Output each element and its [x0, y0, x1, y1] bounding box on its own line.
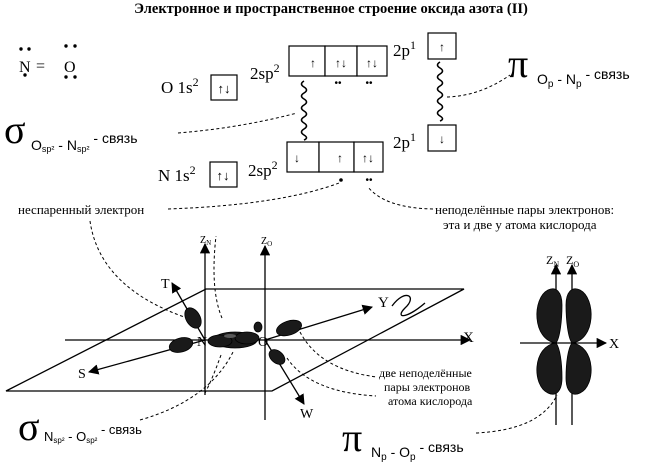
- o-2sp2-cell-1: ↑: [310, 56, 316, 70]
- svg-text:ZO: ZO: [566, 253, 579, 269]
- s-axis-label: S: [78, 367, 86, 382]
- o-2sp2-cell-2: ↑↓: [335, 56, 347, 70]
- o-atom-label: O: [258, 335, 268, 350]
- lewis-structure: N = O: [19, 44, 77, 79]
- page-title: Электронное и пространственное строение …: [134, 1, 528, 17]
- lewis-bond: =: [36, 58, 45, 75]
- o-2p-orbital: 2p1 ↑: [393, 32, 457, 60]
- svg-text:эта и две у атома кислорода: эта и две у атома кислорода: [443, 217, 597, 232]
- x-axis-label: X: [463, 330, 474, 346]
- t-axis-label: T: [161, 277, 170, 292]
- n-1s-orbital: N 1s2 ↑↓: [158, 161, 238, 188]
- o-2sp2-orbitals: 2sp2 ↑ ↑↓ ↑↓ •• ••: [250, 45, 388, 89]
- svg-text:••: ••: [334, 78, 342, 89]
- n-2sp2-cell-1: ↓: [294, 151, 300, 165]
- y-axis-label: Y: [378, 295, 389, 311]
- right-x-axis-label: X: [609, 337, 619, 352]
- two-lone-pairs-label: две неподелённые пары электронов атома к…: [379, 366, 473, 408]
- spatial-structure: X ZN ZO Y T S W N O: [5, 235, 474, 422]
- molecular-plane: [5, 288, 465, 392]
- svg-text:2sp2: 2sp2: [250, 61, 280, 83]
- svg-text:ZO: ZO: [261, 236, 272, 248]
- o-2p-cell: ↑: [439, 40, 445, 54]
- pi-o-n-label: π Op - Np - связь: [446, 41, 630, 98]
- n-2sp2-cell-3: ↑↓: [362, 151, 374, 165]
- svg-text:ZN: ZN: [546, 253, 559, 269]
- n-2p-orbital: 2p1 ↓: [393, 124, 457, 152]
- svg-text:••: ••: [365, 175, 373, 186]
- sigma-wavy-bond: [300, 80, 308, 141]
- n-2sp2-orbitals: 2sp2 ↓ ↑ ↑↓ ••: [248, 141, 384, 186]
- svg-text:неподелённые пары электронов:: неподелённые пары электронов:: [435, 202, 614, 217]
- n-2p-cell: ↓: [439, 132, 445, 146]
- svg-text:пары электронов: пары электронов: [384, 380, 471, 394]
- n-atom-label: N: [197, 335, 207, 350]
- svg-text:π: π: [508, 41, 528, 86]
- n-1s-cell: ↑↓: [217, 168, 230, 183]
- svg-text:••: ••: [365, 78, 373, 89]
- unpaired-electron-label: неспаренный электрон: [18, 182, 340, 321]
- o-1s-cell: ↑↓: [218, 81, 231, 96]
- w-axis-label: W: [300, 407, 314, 422]
- svg-text:ZN: ZN: [200, 235, 211, 247]
- lewis-n-atom: N: [19, 59, 31, 76]
- svg-text:Osp² - Nsp² - связь: Osp² - Nsp² - связь: [31, 130, 138, 154]
- o-1s-orbital: O 1s2 ↑↓: [161, 74, 238, 101]
- svg-text:2sp2: 2sp2: [248, 158, 278, 180]
- svg-text:σ: σ: [4, 107, 26, 152]
- svg-text:2p1: 2p1: [393, 38, 416, 60]
- svg-text:атома кислорода: атома кислорода: [388, 394, 473, 408]
- svg-text:неспаренный электрон: неспаренный электрон: [18, 202, 144, 217]
- lone-pairs-label: неподелённые пары электронов: эта и две …: [367, 186, 614, 232]
- pi-overlap-diagram: ZN ZO X: [520, 253, 619, 425]
- n-2sp2-cell-2: ↑: [337, 151, 343, 165]
- svg-text:Np - Op - связь: Np - Op - связь: [371, 439, 464, 463]
- lewis-o-atom: O: [64, 59, 76, 76]
- svg-text:N 1s2: N 1s2: [158, 163, 196, 185]
- svg-text:π: π: [342, 415, 362, 460]
- sigma-n-o-label: σ Nsp² - Osp² - связь: [18, 349, 235, 449]
- pi-wavy-bond: [436, 61, 444, 122]
- svg-text:две неподелённые: две неподелённые: [379, 366, 472, 380]
- svg-text:Nsp² - Osp² - связь: Nsp² - Osp² - связь: [44, 422, 142, 445]
- svg-text:Op - Np - связь: Op - Np - связь: [537, 66, 630, 90]
- o-2sp2-cell-3: ↑↓: [366, 56, 378, 70]
- svg-text:σ: σ: [18, 404, 40, 449]
- svg-text:O 1s2: O 1s2: [161, 75, 199, 97]
- pi-n-o-label: π Np - Op - связь: [342, 394, 558, 463]
- svg-text:2p1: 2p1: [393, 130, 416, 152]
- sigma-o-n-label: σ Osp² - Nsp² - связь: [4, 107, 298, 154]
